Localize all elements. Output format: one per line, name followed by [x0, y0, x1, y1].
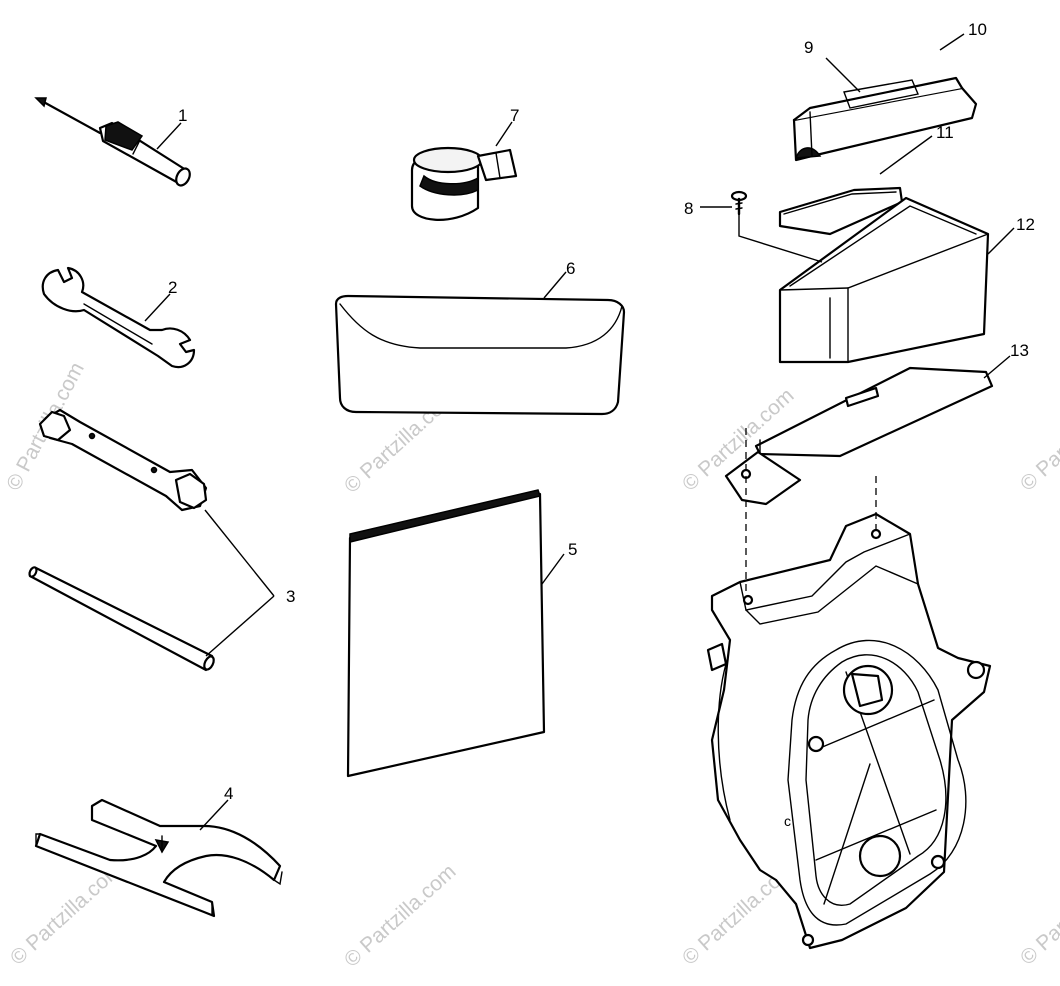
callout-8: 8 — [684, 199, 693, 218]
callout-7: 7 — [510, 106, 519, 125]
callout-2: 2 — [168, 278, 177, 297]
svg-text:c: c — [784, 813, 791, 829]
part-8-screw — [730, 190, 748, 216]
part-3-socket-wrench — [38, 408, 208, 512]
chaincase-housing: c — [706, 512, 992, 950]
callout-6: 6 — [566, 259, 575, 278]
part-5-manual — [346, 489, 546, 778]
part-7-strap — [410, 146, 518, 221]
callout-9: 9 — [804, 38, 813, 57]
callout-1: 1 — [178, 106, 187, 125]
leader-lines — [144, 33, 1015, 831]
part-3-tommy-bar — [28, 566, 215, 672]
callout-11: 11 — [936, 123, 954, 142]
callout-labels: 1 2 3 4 5 6 7 8 9 10 11 12 13 — [168, 20, 1035, 803]
part-12-battery-box — [778, 196, 990, 364]
part-4-spanner-tool — [34, 798, 283, 918]
part-10-cover — [792, 76, 978, 162]
part-6-tool-pouch — [334, 294, 626, 416]
callout-5: 5 — [568, 540, 577, 559]
callout-13: 13 — [1010, 341, 1029, 360]
callout-12: 12 — [1016, 215, 1035, 234]
watermark: © Partzilla.com — [1016, 858, 1060, 970]
callout-10: 10 — [968, 20, 987, 39]
assembly-lines — [745, 428, 877, 596]
part-1-screwdriver — [34, 97, 191, 187]
watermark: © Partzilla.com — [340, 860, 461, 972]
part-13-bracket — [724, 366, 994, 506]
watermark: © Partzilla.com — [1016, 384, 1060, 496]
callout-4: 4 — [224, 784, 233, 803]
callout-3: 3 — [286, 587, 295, 606]
part-2-wrench — [41, 266, 196, 369]
